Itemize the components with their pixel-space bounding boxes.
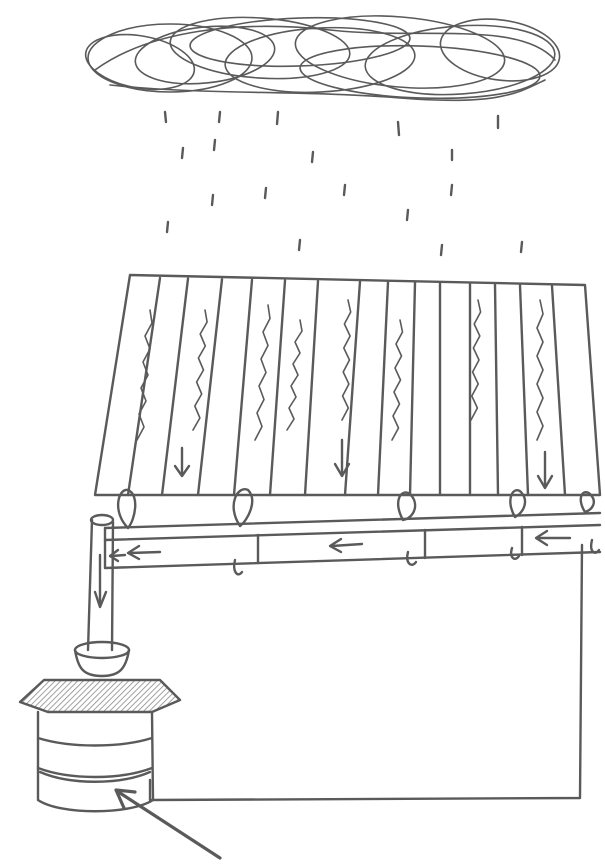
gutter bbox=[105, 513, 600, 568]
building-wall bbox=[150, 545, 582, 800]
raindrop bbox=[521, 242, 522, 252]
roof-panel-seam bbox=[520, 285, 528, 495]
raindrop bbox=[214, 140, 215, 150]
roof-water-trickle bbox=[471, 300, 481, 420]
storage-barrel bbox=[38, 712, 153, 811]
roof-panel-seam bbox=[128, 278, 160, 495]
roof-water-trickle bbox=[392, 320, 403, 440]
roof-water-trickle bbox=[255, 305, 270, 440]
collection-funnel bbox=[75, 642, 129, 676]
roof-panel-seam bbox=[270, 280, 285, 495]
raindrop bbox=[182, 148, 183, 158]
roof-flow-arrows bbox=[175, 440, 552, 488]
roof-panel-seam bbox=[552, 286, 565, 495]
gutter-flow-arrows bbox=[110, 531, 570, 561]
rain-cloud bbox=[81, 8, 563, 102]
raindrop bbox=[165, 112, 166, 122]
downpipe bbox=[88, 515, 113, 650]
raindrop bbox=[299, 240, 300, 250]
roof-panel-seam bbox=[198, 279, 222, 495]
gutter-arrow-left-icon bbox=[536, 531, 570, 545]
roof-water-trickle bbox=[537, 300, 543, 440]
gutter-arrow-left-icon bbox=[330, 539, 362, 552]
roof-water-trickle bbox=[193, 310, 207, 430]
roof-panel-seam bbox=[378, 282, 388, 495]
corrugated-roof bbox=[95, 275, 600, 495]
rain-drops bbox=[165, 112, 522, 255]
roof-panel-seam bbox=[234, 280, 252, 495]
raindrop bbox=[441, 245, 442, 255]
mesh-filter-cloth bbox=[20, 680, 180, 712]
roof-arrow-down-icon bbox=[538, 452, 552, 488]
raindrop bbox=[451, 185, 452, 195]
raindrop bbox=[219, 112, 220, 122]
raindrop bbox=[398, 122, 399, 135]
raindrop bbox=[265, 188, 266, 198]
raindrop bbox=[167, 222, 168, 232]
roof-water-trickle bbox=[287, 320, 302, 430]
raindrop bbox=[277, 112, 278, 124]
roof-panel-seam bbox=[410, 283, 415, 495]
roof-panel-seam bbox=[162, 279, 188, 495]
roof-arrow-down-icon bbox=[175, 448, 189, 476]
roof-water-trickle bbox=[342, 300, 351, 420]
raindrop bbox=[407, 210, 408, 220]
raindrop bbox=[344, 185, 345, 195]
roof-panel-seam bbox=[305, 281, 318, 495]
raindrop bbox=[312, 152, 313, 162]
raindrop bbox=[212, 195, 213, 205]
gutter-arrow-left-icon bbox=[128, 546, 160, 559]
roof-panel-seam bbox=[495, 285, 498, 495]
